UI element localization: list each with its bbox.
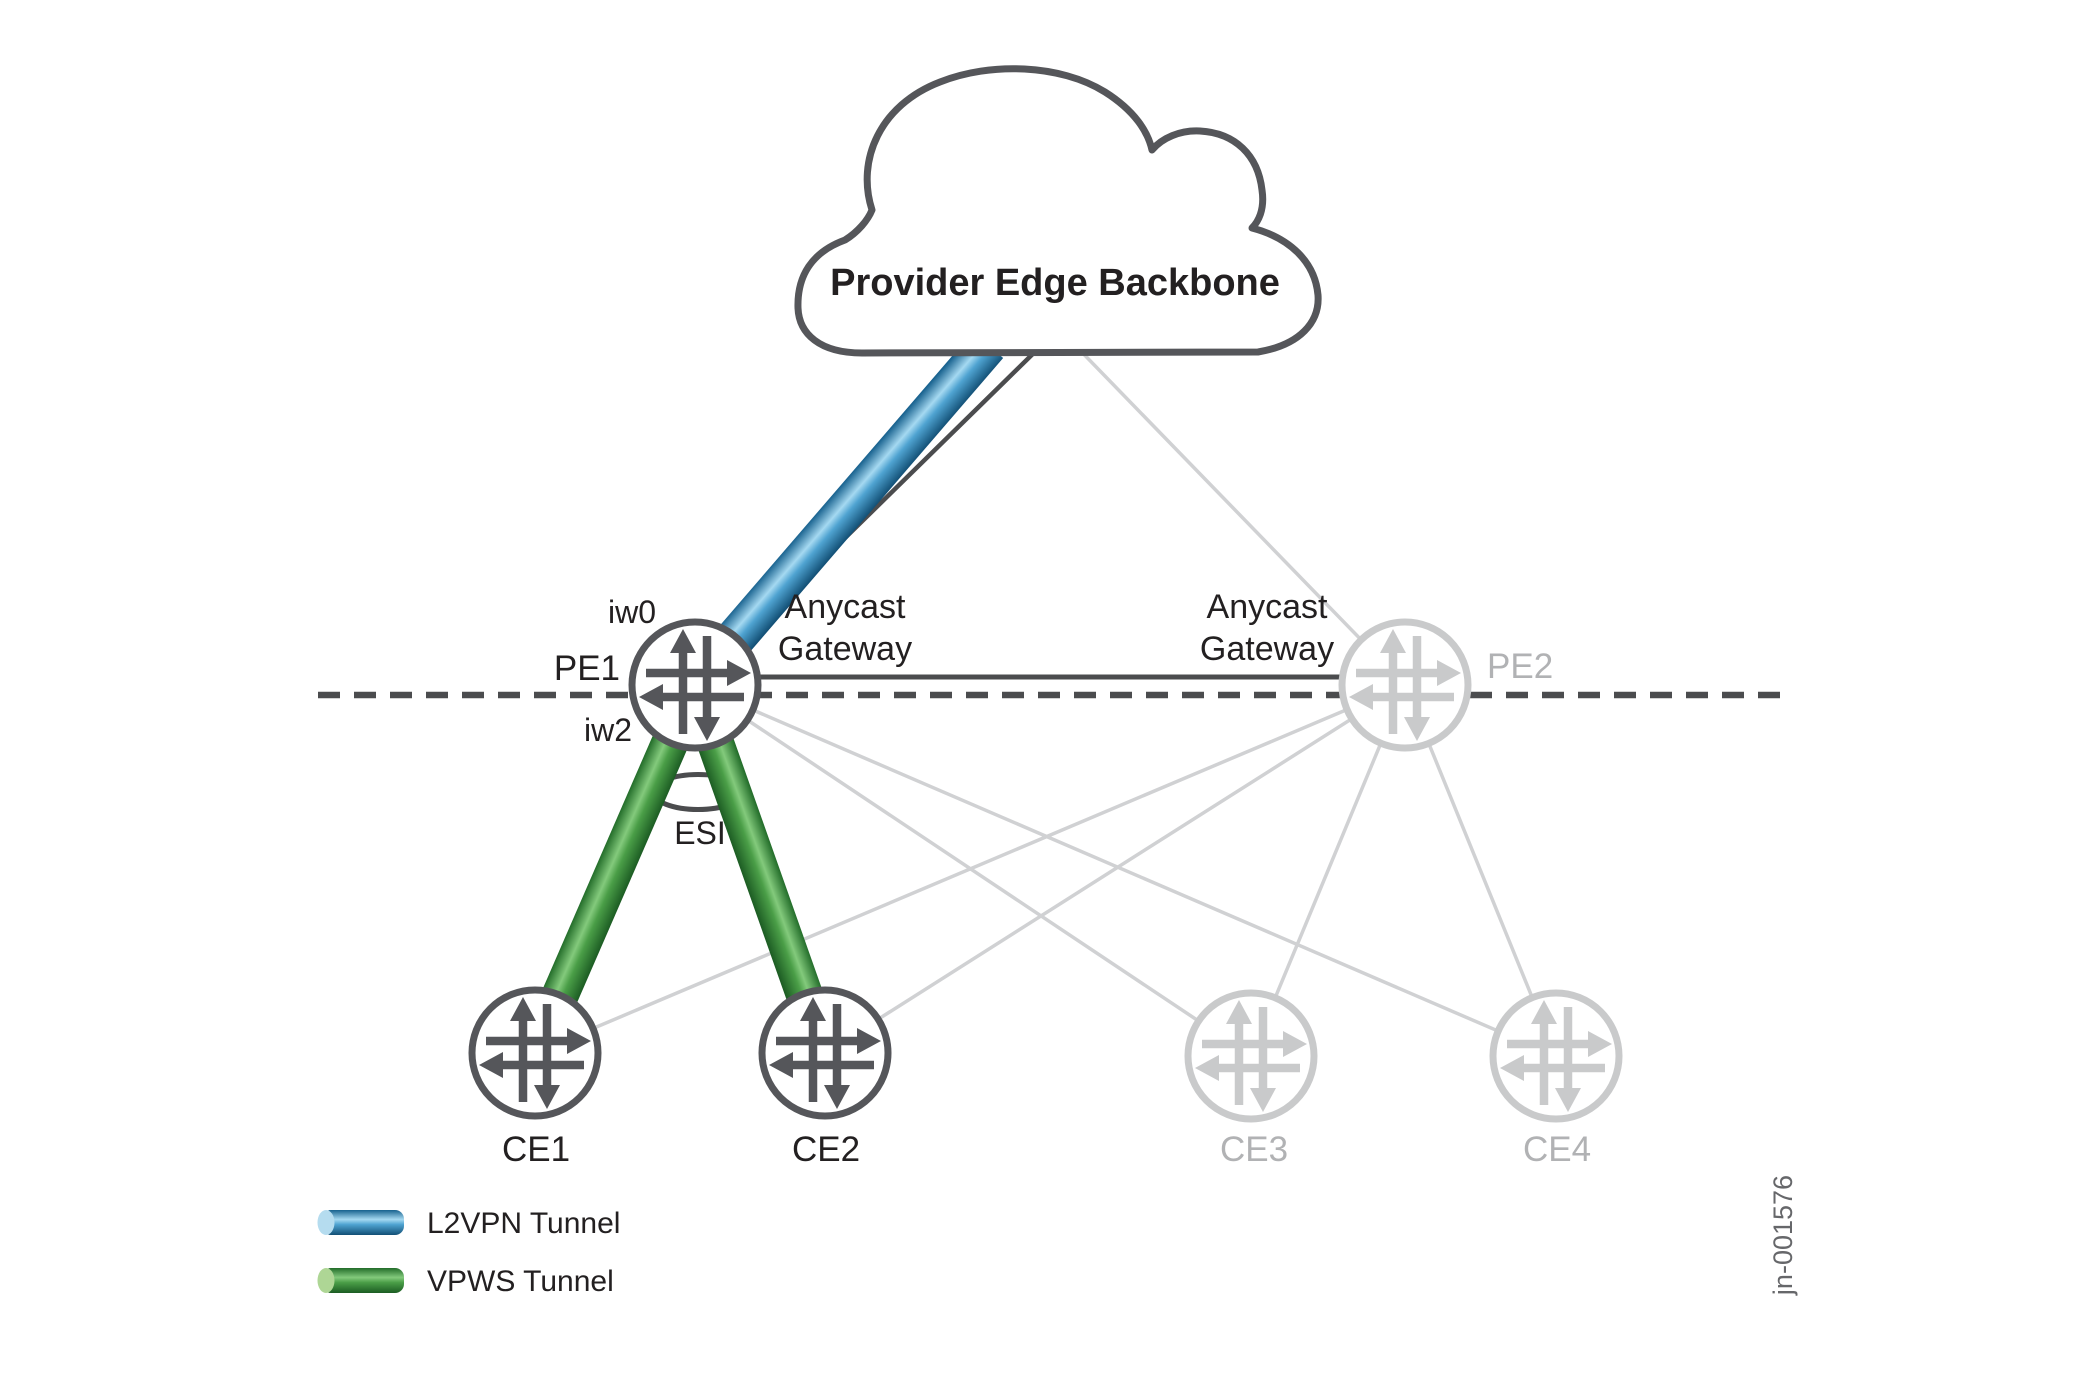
backbone-cloud bbox=[794, 65, 1322, 357]
esi-label: ESI bbox=[674, 815, 726, 851]
anycast-line2: Gateway bbox=[778, 630, 912, 668]
legend-item-vpws: VPWS Tunnel bbox=[317, 1265, 614, 1298]
node-label-ce1: CE1 bbox=[502, 1130, 570, 1169]
legend-item-l2vpn: L2VPN Tunnel bbox=[317, 1207, 620, 1240]
inactive-links bbox=[534, 338, 1558, 1058]
vpws-tunnel-ce1 bbox=[518, 677, 712, 1061]
legend-label-l2vpn: L2VPN Tunnel bbox=[427, 1207, 620, 1240]
vpws-tunnel-swatch bbox=[322, 1268, 404, 1293]
l2vpn-tunnel-swatch bbox=[322, 1210, 404, 1235]
node-label-pe2: PE2 bbox=[1487, 647, 1553, 686]
anycast-gateway-label-left: Anycast Gateway bbox=[778, 588, 912, 668]
legend-label-vpws: VPWS Tunnel bbox=[427, 1265, 614, 1298]
interface-label-iw2: iw2 bbox=[584, 712, 632, 748]
router-icon-pe1 bbox=[632, 622, 758, 748]
link-pe2-ce4 bbox=[1403, 684, 1558, 1057]
link-pe1-ce4 bbox=[694, 683, 1557, 1058]
anycast-gateway-label-right: Anycast Gateway bbox=[1200, 588, 1334, 668]
vpws-tunnel-swatch-cap bbox=[317, 1268, 335, 1293]
router-icon-ce2 bbox=[762, 990, 888, 1116]
router-icon-ce3 bbox=[1188, 993, 1314, 1119]
l2vpn-tunnel-swatch-cap bbox=[317, 1210, 335, 1235]
anycast-line1: Anycast bbox=[785, 588, 906, 626]
anycast-line1: Anycast bbox=[1207, 588, 1328, 626]
router-icon-ce4 bbox=[1493, 993, 1619, 1119]
anycast-line2: Gateway bbox=[1200, 630, 1334, 668]
link-pe1-ce3 bbox=[694, 683, 1252, 1058]
router-icon-ce1 bbox=[472, 990, 598, 1116]
link-pe2-ce3 bbox=[1249, 684, 1407, 1057]
node-label-ce4: CE4 bbox=[1523, 1130, 1591, 1169]
l2vpn-tunnel bbox=[679, 331, 1004, 699]
link-pe2-ce2 bbox=[824, 683, 1406, 1055]
legend: L2VPN Tunnel VPWS Tunnel bbox=[317, 1207, 620, 1298]
node-label-ce2: CE2 bbox=[792, 1130, 860, 1169]
link-cloud-pe2 bbox=[1068, 338, 1407, 687]
interface-label-iw0: iw0 bbox=[608, 594, 656, 630]
router-icon-pe2 bbox=[1342, 622, 1468, 748]
figure-id: jn-001576 bbox=[1768, 1175, 1798, 1296]
cloud-title: Provider Edge Backbone bbox=[830, 262, 1280, 304]
node-label-ce3: CE3 bbox=[1220, 1130, 1288, 1169]
node-label-pe1: PE1 bbox=[554, 649, 620, 688]
tunnels bbox=[518, 331, 1004, 1061]
